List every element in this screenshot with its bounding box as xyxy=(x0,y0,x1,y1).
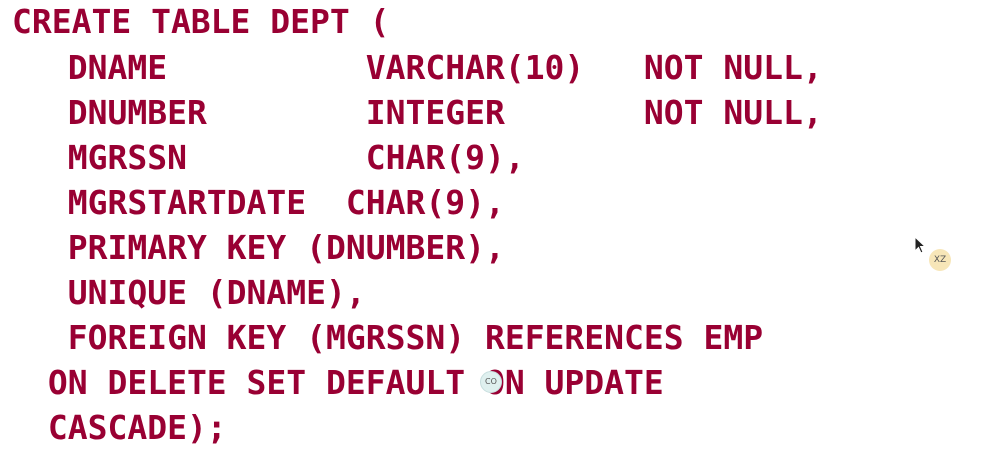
code-line-3: DNUMBER INTEGER NOT NULL, xyxy=(28,93,823,132)
collaborator-badge-co[interactable]: CO xyxy=(480,371,502,393)
code-line-8: FOREIGN KEY (MGRSSN) REFERENCES EMP xyxy=(28,318,764,357)
code-line-9: ON DELETE SET DEFAULT ON UPDATE xyxy=(28,363,664,402)
code-line-10: CASCADE); xyxy=(28,408,227,447)
mouse-pointer-icon xyxy=(914,236,926,254)
code-line-7: UNIQUE (DNAME), xyxy=(28,273,366,312)
code-line-5: MGRSTARTDATE CHAR(9), xyxy=(28,183,505,222)
collaborator-badge-xz[interactable]: XZ xyxy=(929,249,951,271)
code-line-1: CREATE TABLE DEPT ( xyxy=(12,2,390,41)
code-line-6: PRIMARY KEY (DNUMBER), xyxy=(28,228,505,267)
code-line-2: DNAME VARCHAR(10) NOT NULL, xyxy=(28,48,823,87)
code-line-4: MGRSSN CHAR(9), xyxy=(28,138,525,177)
